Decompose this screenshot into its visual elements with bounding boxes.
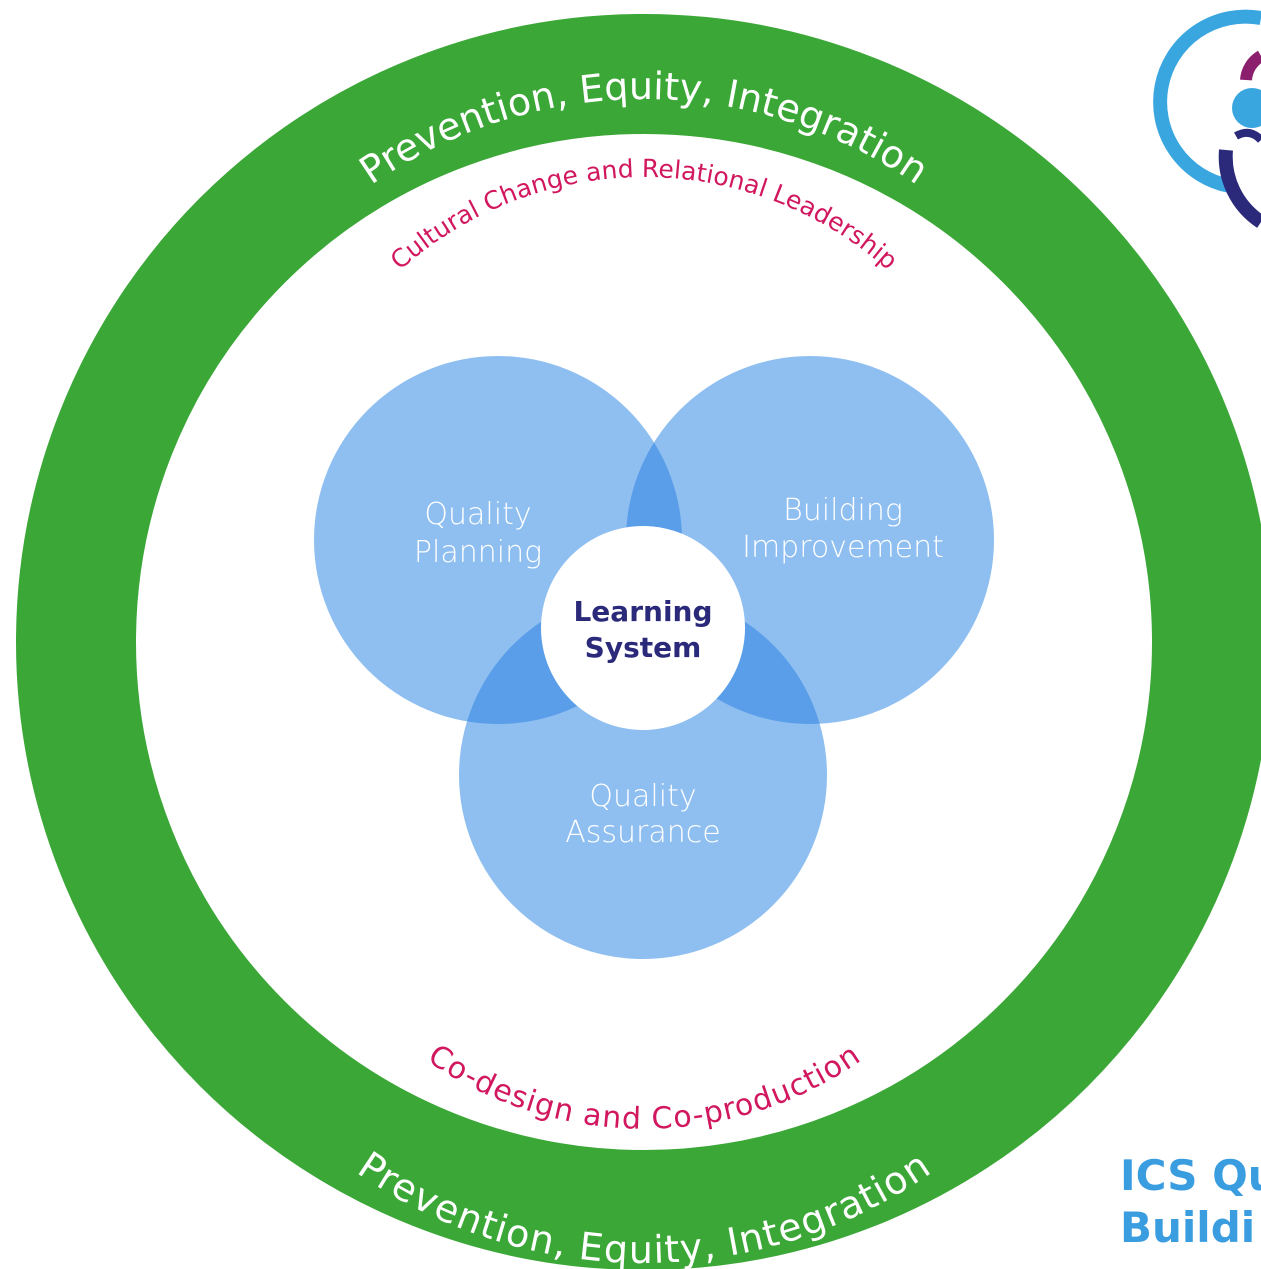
quality-assurance-label-line1: Quality (589, 779, 696, 814)
overlap-left-bottom (459, 591, 682, 724)
building-improvement-label-line2: Improvement (742, 530, 944, 565)
quality-planning-label-line1: Quality (424, 497, 531, 532)
quality-assurance-label-line2: Assurance (565, 815, 720, 850)
building-improvement-label-line1: Building (783, 493, 903, 528)
inner-ring-bottom-label: Co-design and Co-production (422, 1037, 866, 1136)
corner-title-line1: ICS Qu (1120, 1151, 1261, 1200)
learning-system-label-line2: System (585, 631, 702, 664)
outer-ring (16, 14, 1261, 1269)
quality-planning-label-line2: Planning (414, 535, 542, 570)
logo-icon (1153, 9, 1261, 228)
learning-system-label-line1: Learning (573, 595, 712, 628)
corner-title-line2: Buildi (1120, 1203, 1255, 1252)
center-circle (541, 526, 745, 730)
inner-ring-top-label: Cultural Change and Relational Leadershi… (385, 154, 903, 275)
overlap-right-bottom (626, 591, 827, 724)
